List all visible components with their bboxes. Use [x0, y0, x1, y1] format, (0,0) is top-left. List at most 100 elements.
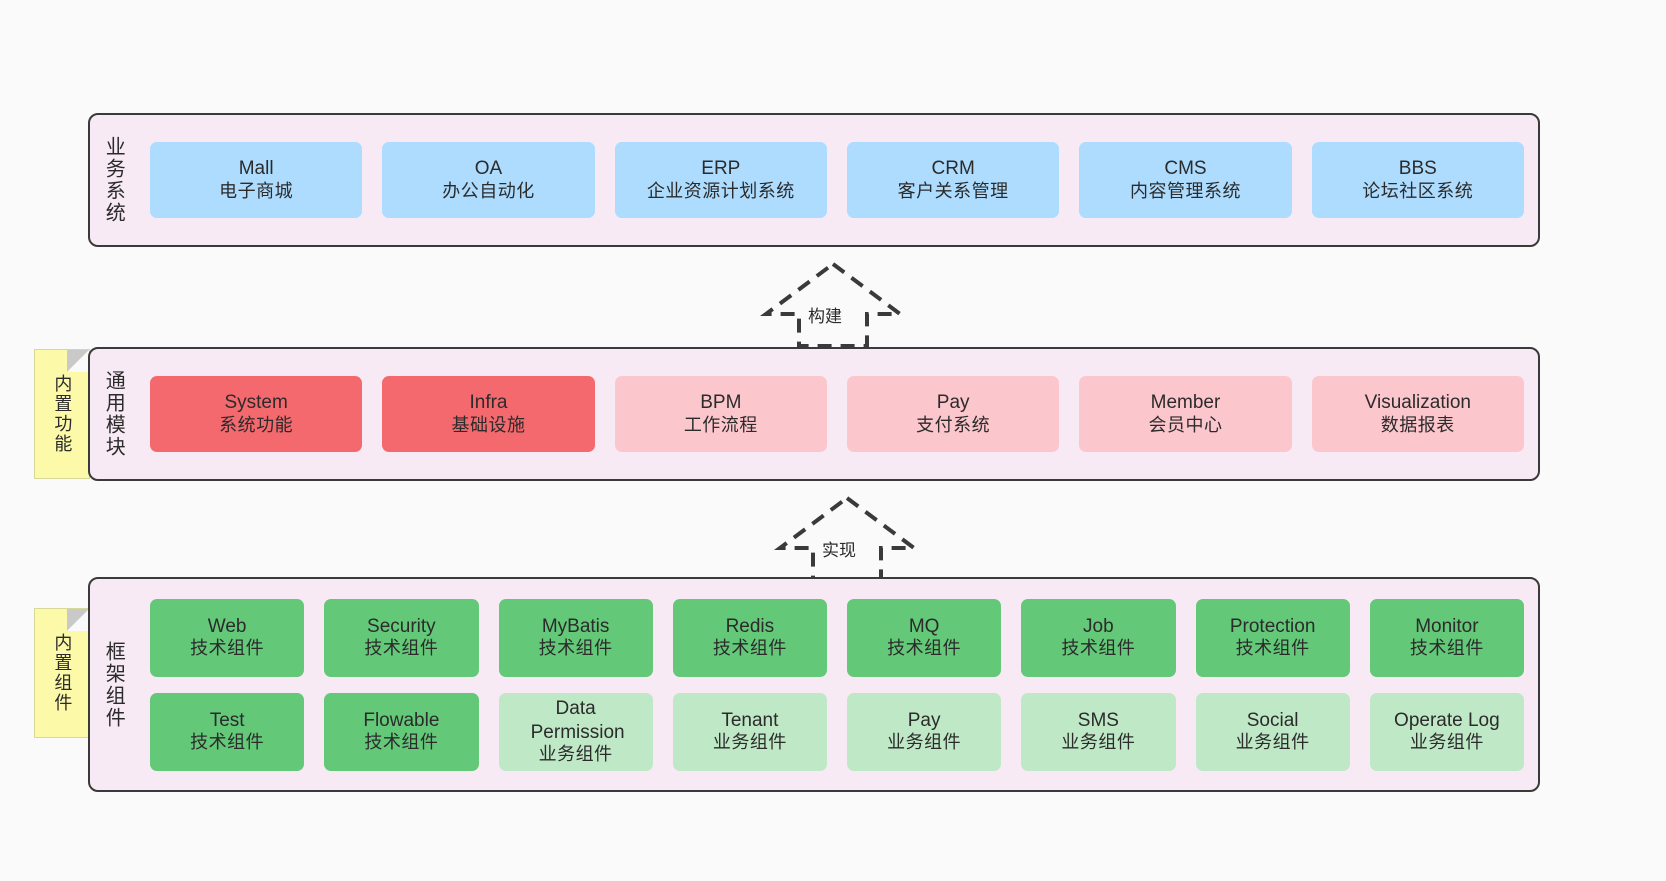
layer-title-framework-component: 框架组件 — [102, 640, 125, 729]
node-pay-common[interactable]: Pay 支付系统 — [846, 376, 1060, 452]
node-job[interactable]: Job 技术组件 — [1021, 598, 1176, 677]
node-mybatis-cn: 技术组件 — [538, 638, 613, 659]
node-member-en: Member — [1150, 392, 1221, 414]
layer-framework-component: 框架组件 Web 技术组件 Security 技术组件 MyBatis 技术组件… — [88, 577, 1540, 792]
layer-title-business-system: 业务系统 — [102, 136, 125, 224]
build-arrow-outline — [759, 261, 907, 348]
node-flowable-en: Flowable — [363, 709, 440, 731]
node-security-en: Security — [367, 615, 436, 637]
node-monitor-en: Monitor — [1415, 615, 1479, 637]
node-web[interactable]: Web 技术组件 — [150, 598, 305, 677]
node-redis[interactable]: Redis 技术组件 — [672, 598, 827, 677]
node-mall[interactable]: Mall 电子商城 — [150, 142, 363, 218]
node-oa-cn: 办公自动化 — [442, 180, 535, 201]
node-redis-en: Redis — [725, 615, 775, 637]
node-tenant[interactable]: Tenant 业务组件 — [672, 692, 827, 771]
layer-business-system: 业务系统 Mall 电子商城 OA 办公自动化 ERP 企业资源计划系统 CRM — [88, 113, 1540, 247]
node-sms-cn: 业务组件 — [1061, 732, 1136, 753]
node-mall-en: Mall — [238, 158, 274, 180]
connector-implement-label: 实现 — [820, 536, 858, 561]
node-bpm[interactable]: BPM 工作流程 — [614, 376, 827, 452]
framework-tech-row: Web 技术组件 Security 技术组件 MyBatis 技术组件 Redi… — [150, 598, 1524, 677]
node-bbs-en: BBS — [1398, 158, 1437, 180]
node-security[interactable]: Security 技术组件 — [324, 598, 479, 677]
node-cms[interactable]: CMS 内容管理系统 — [1079, 142, 1292, 218]
node-mybatis[interactable]: MyBatis 技术组件 — [498, 598, 653, 677]
node-pay-common-cn: 支付系统 — [916, 414, 991, 435]
node-operate-log-cn: 业务组件 — [1409, 732, 1484, 753]
node-mq-cn: 技术组件 — [887, 638, 962, 659]
implement-arrow-outline — [773, 495, 921, 582]
node-mybatis-en: MyBatis — [541, 615, 610, 637]
node-visualization-en: Visualization — [1364, 392, 1471, 414]
node-erp-en: ERP — [701, 158, 741, 180]
node-tenant-en: Tenant — [721, 709, 779, 731]
layer-body-common-module: System 系统功能 Infra 基础设施 BPM 工作流程 Pay 支付系统… — [136, 349, 1538, 479]
node-infra-cn: 基础设施 — [451, 414, 526, 435]
node-data-permission-en: Data Permission — [530, 698, 625, 743]
node-job-en: Job — [1083, 615, 1114, 637]
node-visualization-cn: 数据报表 — [1380, 414, 1455, 435]
node-tenant-cn: 业务组件 — [712, 732, 787, 753]
node-pay-component-en: Pay — [907, 709, 941, 731]
node-monitor-cn: 技术组件 — [1409, 638, 1484, 659]
node-monitor[interactable]: Monitor 技术组件 — [1369, 598, 1524, 677]
node-pay-component-cn: 业务组件 — [887, 732, 962, 753]
node-social-cn: 业务组件 — [1235, 732, 1310, 753]
node-social[interactable]: Social 业务组件 — [1195, 692, 1350, 771]
connector-build: 构建 — [758, 258, 908, 350]
common-node-row: System 系统功能 Infra 基础设施 BPM 工作流程 Pay 支付系统… — [150, 376, 1524, 452]
node-flowable-cn: 技术组件 — [364, 732, 439, 753]
note-built-in-components: 内置组件 — [34, 608, 90, 738]
node-visualization[interactable]: Visualization 数据报表 — [1311, 376, 1524, 452]
node-bpm-cn: 工作流程 — [683, 414, 758, 435]
note-built-in-features: 内置功能 — [34, 349, 90, 479]
node-oa-en: OA — [474, 158, 503, 180]
node-operate-log[interactable]: Operate Log 业务组件 — [1369, 692, 1524, 771]
node-test-en: Test — [209, 709, 245, 731]
node-mq-en: MQ — [908, 615, 940, 637]
node-mq[interactable]: MQ 技术组件 — [847, 598, 1002, 677]
node-cms-cn: 内容管理系统 — [1129, 180, 1241, 201]
node-web-en: Web — [207, 615, 247, 637]
node-redis-cn: 技术组件 — [712, 638, 787, 659]
node-crm-en: CRM — [931, 158, 975, 180]
business-node-row: Mall 电子商城 OA 办公自动化 ERP 企业资源计划系统 CRM 客户关系… — [150, 142, 1524, 218]
node-protection-cn: 技术组件 — [1235, 638, 1310, 659]
layer-body-framework-component: Web 技术组件 Security 技术组件 MyBatis 技术组件 Redi… — [136, 579, 1538, 790]
node-job-cn: 技术组件 — [1061, 638, 1136, 659]
layer-title-common-module: 通用模块 — [102, 370, 125, 458]
node-erp-cn: 企业资源计划系统 — [646, 180, 795, 201]
note-built-in-components-label: 内置组件 — [52, 633, 73, 713]
node-bbs-cn: 论坛社区系统 — [1362, 180, 1474, 201]
node-test-cn: 技术组件 — [190, 732, 265, 753]
node-crm[interactable]: CRM 客户关系管理 — [846, 142, 1060, 218]
node-infra[interactable]: Infra 基础设施 — [382, 376, 595, 452]
node-cms-en: CMS — [1164, 158, 1207, 180]
node-system-cn: 系统功能 — [219, 414, 294, 435]
node-protection-en: Protection — [1229, 615, 1316, 637]
node-flowable[interactable]: Flowable 技术组件 — [324, 692, 479, 771]
node-test[interactable]: Test 技术组件 — [150, 692, 305, 771]
connector-implement: 实现 — [772, 492, 922, 584]
node-pay-common-en: Pay — [936, 392, 970, 414]
node-operate-log-en: Operate Log — [1394, 709, 1500, 731]
node-pay-component[interactable]: Pay 业务组件 — [847, 692, 1002, 771]
node-system[interactable]: System 系统功能 — [150, 376, 363, 452]
node-data-permission[interactable]: Data Permission 业务组件 — [498, 692, 653, 771]
node-oa[interactable]: OA 办公自动化 — [382, 142, 595, 218]
node-data-permission-cn: 业务组件 — [538, 743, 613, 764]
node-sms-en: SMS — [1077, 709, 1119, 731]
node-web-cn: 技术组件 — [190, 638, 265, 659]
node-social-en: Social — [1246, 709, 1299, 731]
node-protection[interactable]: Protection 技术组件 — [1195, 598, 1350, 677]
connector-build-label: 构建 — [806, 302, 844, 327]
layer-common-module: 通用模块 System 系统功能 Infra 基础设施 BPM 工作流程 Pay — [88, 347, 1540, 481]
node-erp[interactable]: ERP 企业资源计划系统 — [614, 142, 827, 218]
note-built-in-features-label: 内置功能 — [52, 374, 73, 454]
node-crm-cn: 客户关系管理 — [897, 180, 1009, 201]
node-member[interactable]: Member 会员中心 — [1079, 376, 1292, 452]
node-bbs[interactable]: BBS 论坛社区系统 — [1311, 142, 1524, 218]
node-sms[interactable]: SMS 业务组件 — [1021, 692, 1176, 771]
